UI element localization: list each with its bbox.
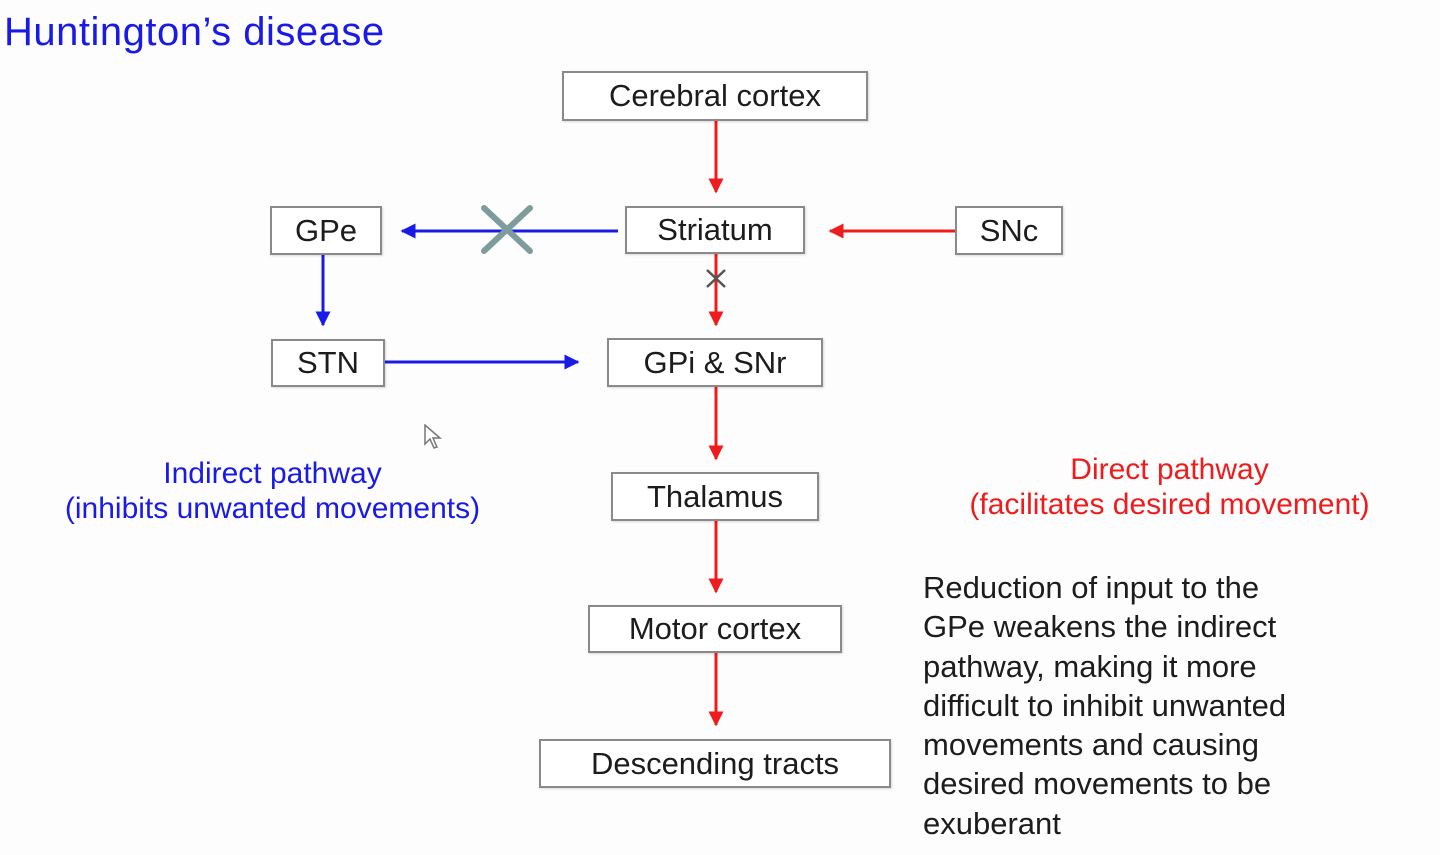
node-striatum: Striatum: [625, 206, 805, 254]
explanation-note: Reduction of input to the GPe weakens th…: [923, 568, 1286, 843]
node-cerebral-cortex: Cerebral cortex: [562, 71, 868, 121]
mouse-cursor-icon: [424, 424, 443, 449]
x-mark-icon: [481, 205, 533, 254]
direct-pathway-label: Direct pathway (facilitates desired move…: [902, 452, 1437, 522]
note-line: Reduction of input to the: [923, 570, 1260, 605]
note-line: movements and causing: [923, 727, 1260, 763]
note-line: pathway, making it more: [923, 648, 1257, 684]
direct-pathway-title: Direct pathway: [1070, 453, 1269, 486]
note-line: exuberant: [923, 805, 1061, 841]
note-line: GPe weakens the indirect: [923, 609, 1277, 645]
asterisk-mark-icon: [706, 269, 726, 288]
note-line: difficult to inhibit unwanted: [923, 687, 1287, 723]
direct-pathway-description: (facilitates desired movement): [969, 488, 1370, 521]
node-gpe: GPe: [270, 206, 382, 255]
node-motor-cortex: Motor cortex: [588, 605, 842, 653]
node-thalamus: Thalamus: [611, 472, 819, 521]
note-line: desired movements to be: [923, 766, 1272, 802]
indirect-pathway-title: Indirect pathway: [163, 457, 382, 490]
slide-title: Huntington’s disease: [4, 10, 385, 54]
node-descending-tracts: Descending tracts: [539, 739, 891, 788]
indirect-pathway-description: (inhibits unwanted movements): [64, 492, 481, 525]
node-stn: STN: [271, 339, 385, 387]
node-gpi-snr: GPi & SNr: [607, 338, 823, 387]
indirect-pathway-label: Indirect pathway (inhibits unwanted move…: [0, 456, 545, 526]
node-snc: SNc: [955, 206, 1063, 255]
